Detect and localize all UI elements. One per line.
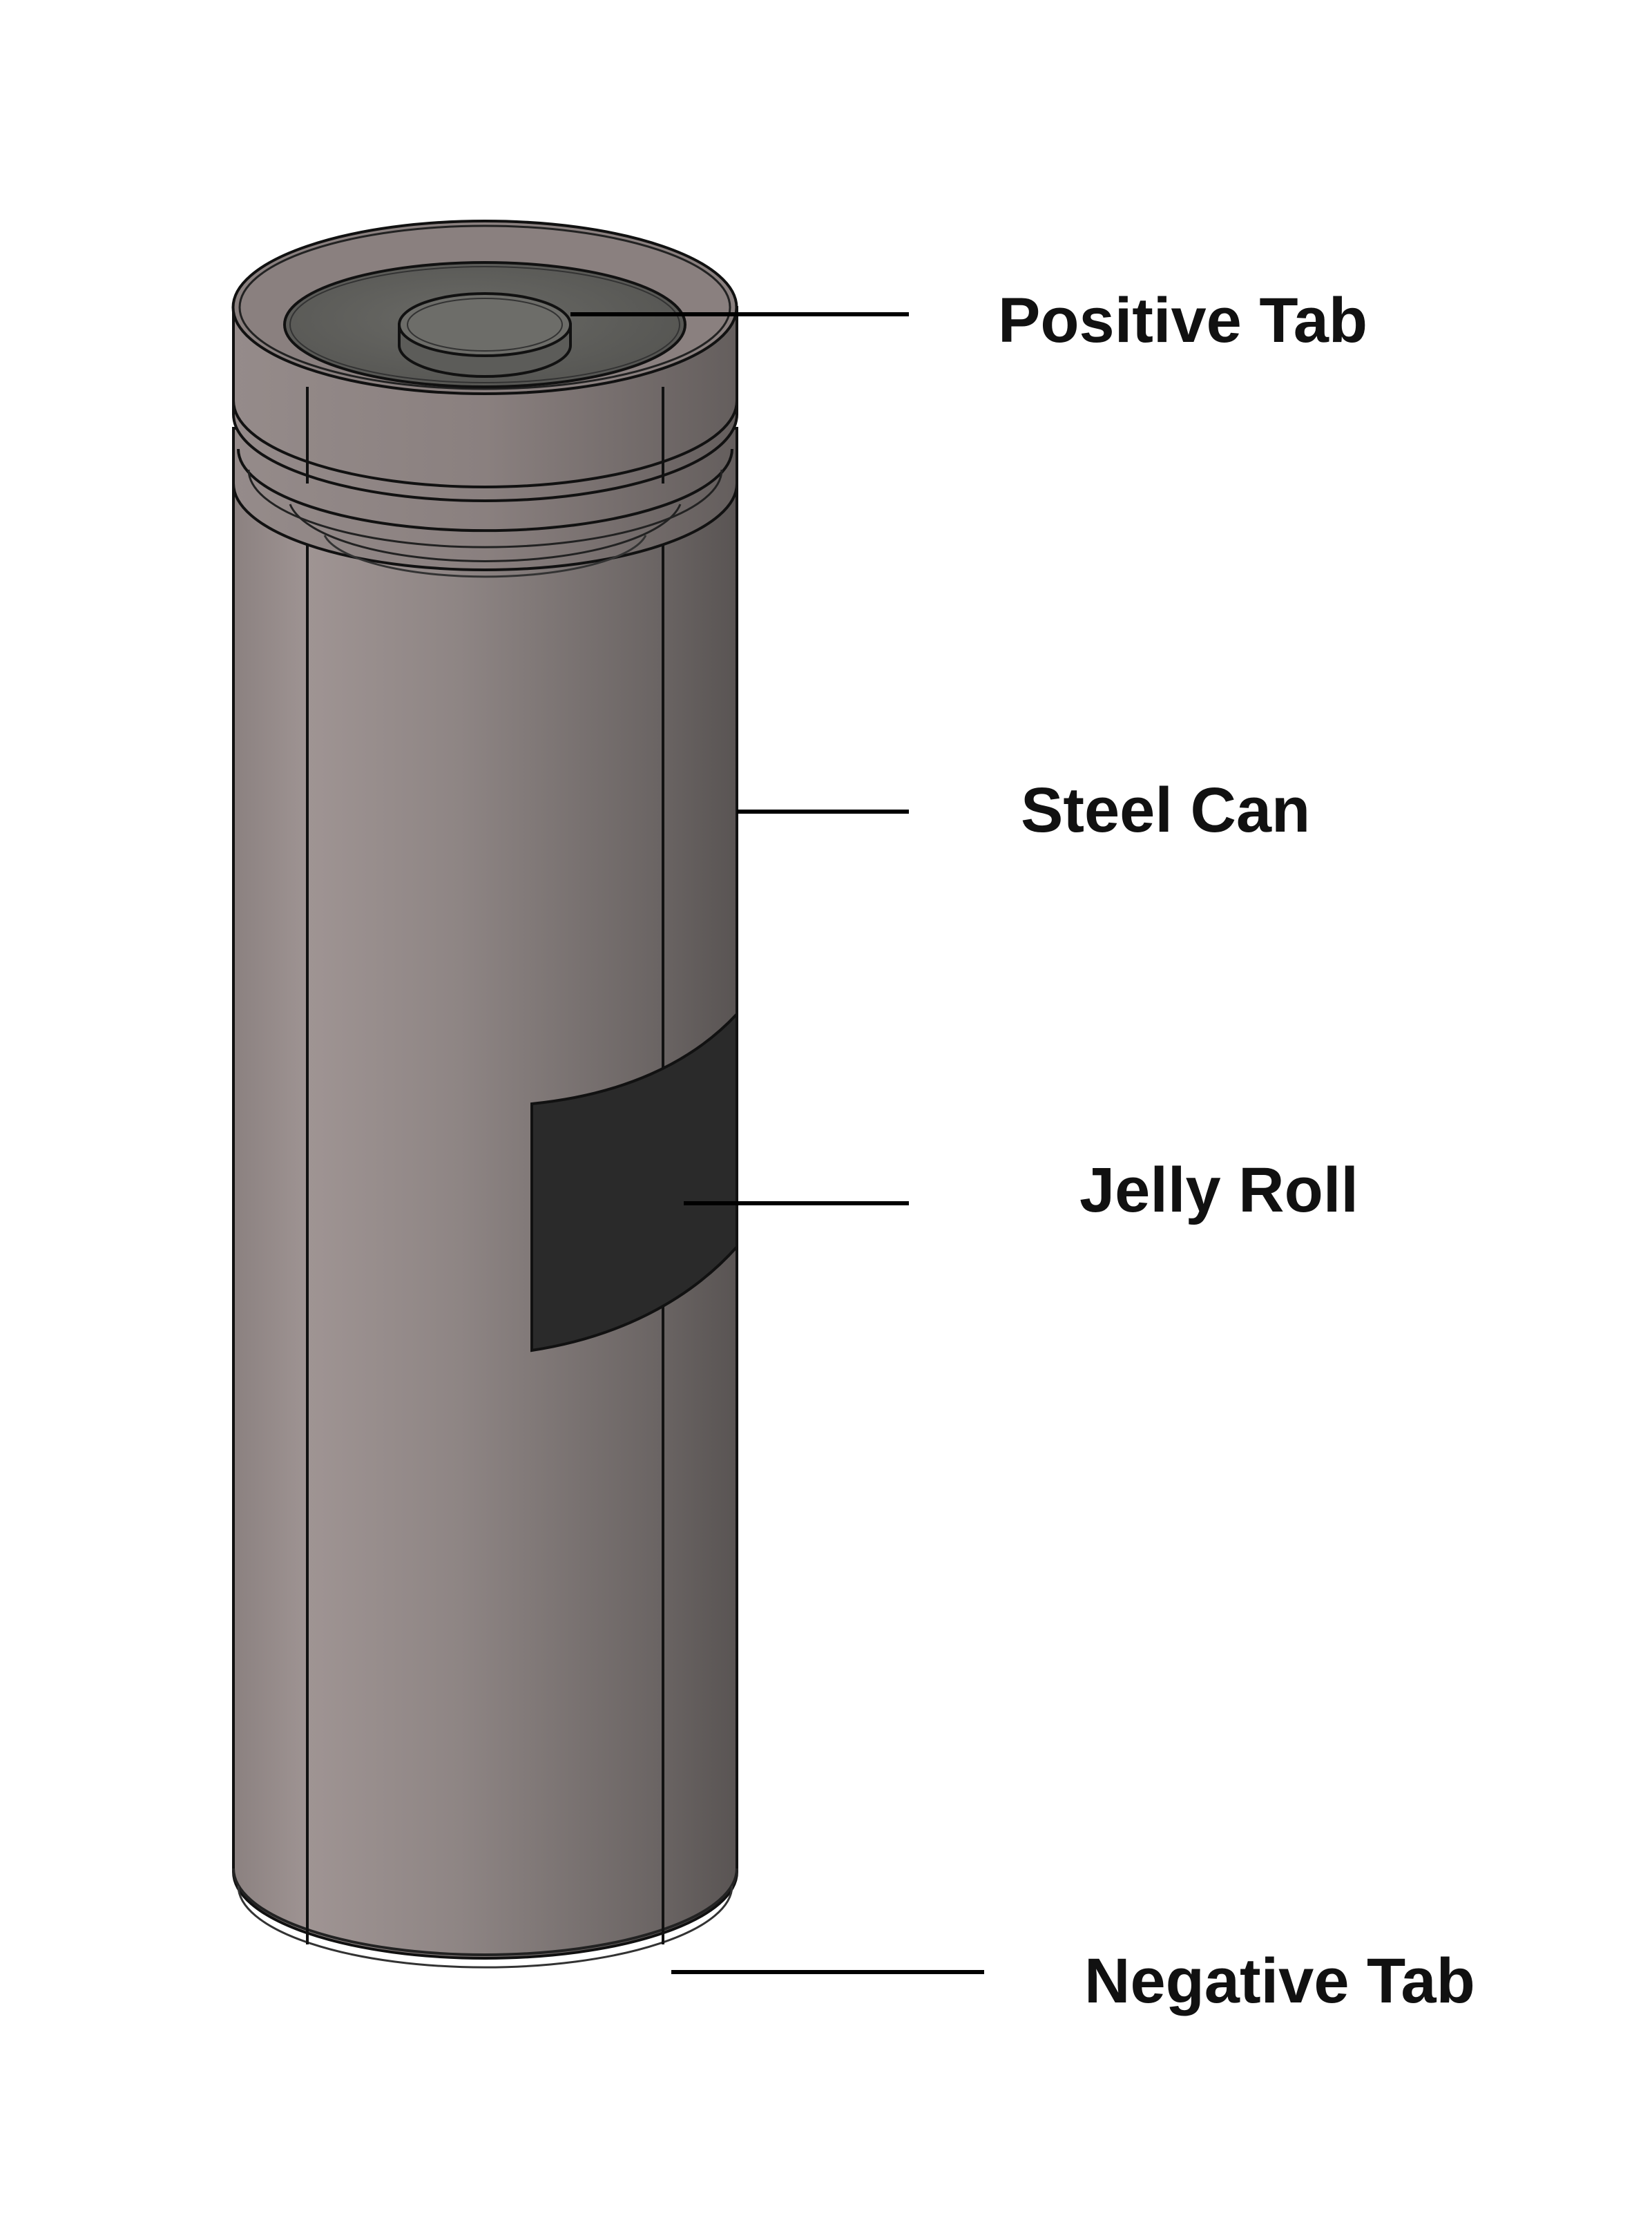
can-body: [232, 482, 738, 1960]
jelly-roll-label: Jelly Roll: [1079, 1155, 1358, 1225]
jelly-roll-window: [530, 1010, 738, 1352]
positive-tab-label: Positive Tab: [998, 285, 1368, 356]
leader-lines: [570, 312, 984, 1974]
steel-can-label: Steel Can: [1021, 775, 1311, 845]
bottom-rim: [232, 1868, 738, 1956]
negative-tab-label: Negative Tab: [1084, 1946, 1475, 2016]
positive-tab-terminal: [283, 261, 686, 388]
bottom-rim-inner: [237, 1885, 733, 1969]
